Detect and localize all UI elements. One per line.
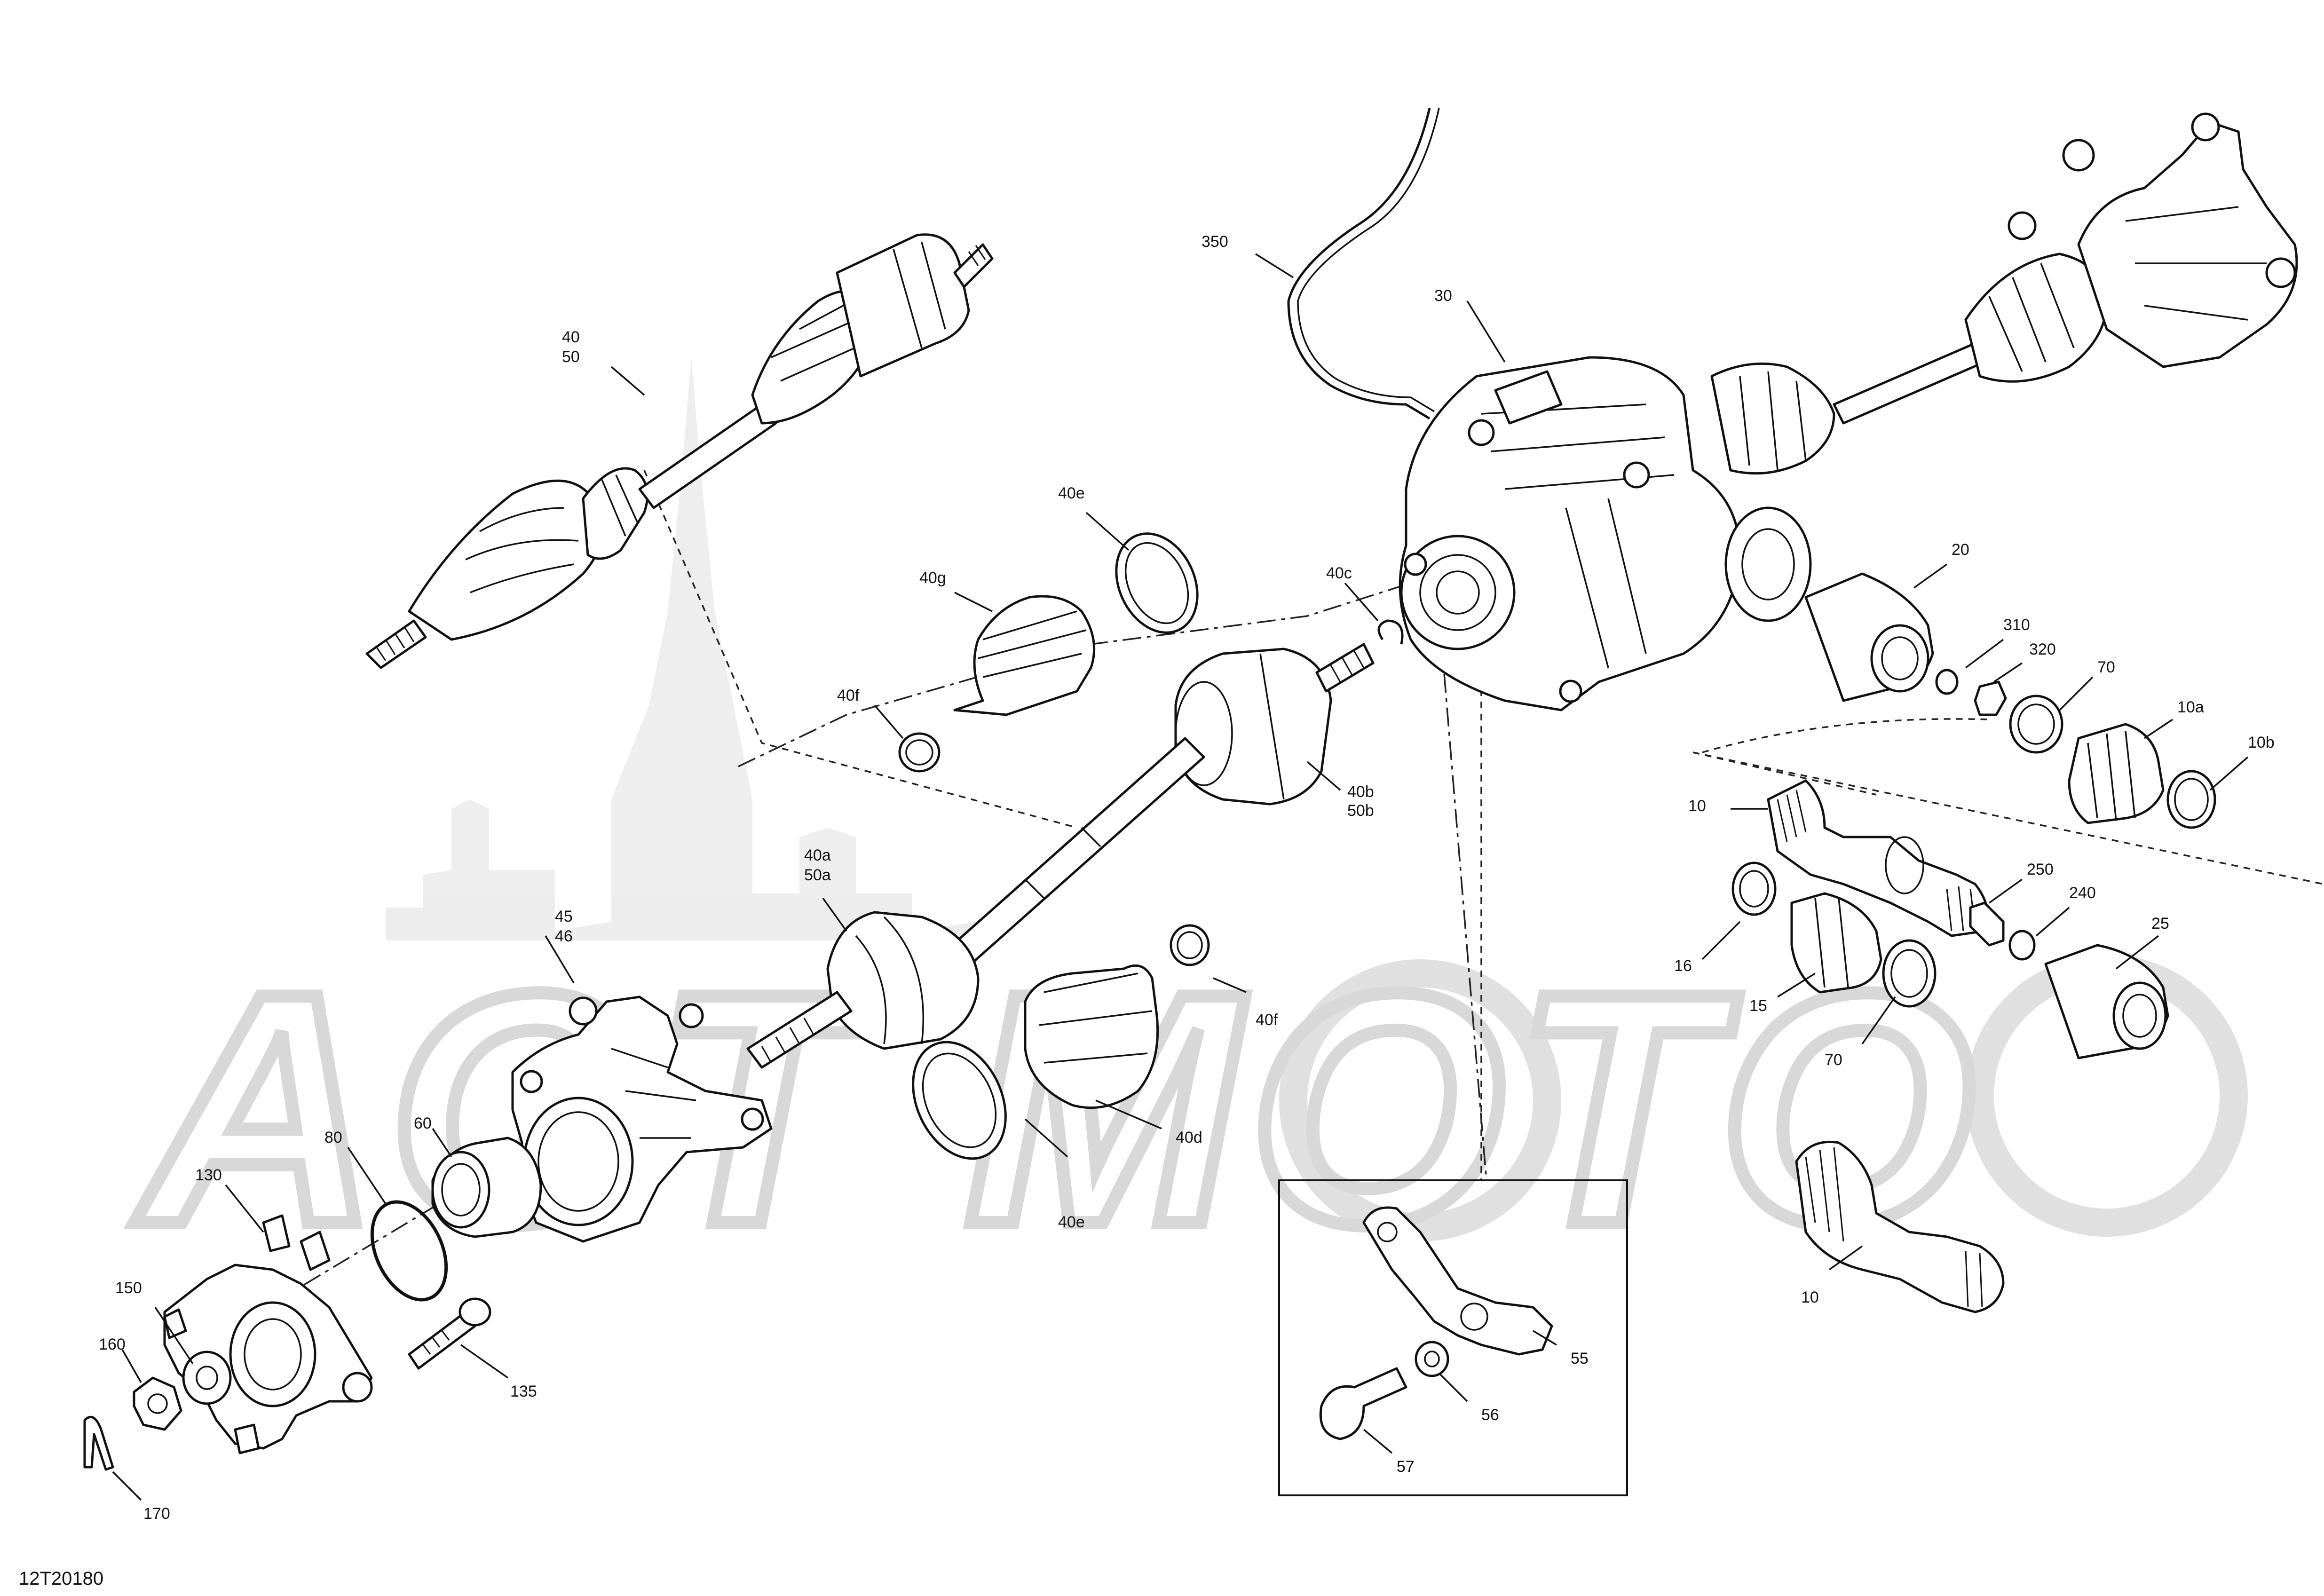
shift-lever-detail [1278, 1179, 1628, 1496]
callout-40a: 40a [804, 846, 831, 864]
lower-drive-shaft [746, 643, 1375, 1069]
callout-310: 310 [2003, 616, 2030, 634]
callout-25: 25 [2151, 915, 2169, 932]
boot-kit [898, 532, 1404, 1160]
callout-70-bot: 70 [1825, 1051, 1842, 1069]
callout-50a: 50a [804, 866, 831, 884]
callout-40f-bot: 40f [1256, 1011, 1278, 1029]
coupler-hardware-bottom [1731, 861, 2169, 1059]
hub-hardware [83, 1351, 232, 1471]
callout-40: 40 [562, 328, 580, 346]
right-knuckle-assembly [1710, 112, 2298, 475]
detail-box-frame [1278, 1179, 1628, 1496]
washer-240 [2008, 930, 2036, 961]
callout-57: 57 [1397, 1458, 1415, 1476]
callout-40c: 40c [1326, 564, 1352, 582]
callout-150: 150 [115, 1279, 142, 1297]
callout-135: 135 [510, 1383, 537, 1400]
knuckle [511, 996, 773, 1243]
callout-40e-top: 40e [1058, 484, 1085, 502]
front-differential [1399, 356, 1812, 711]
bearing [431, 1137, 542, 1238]
lever-pin [1319, 1367, 1407, 1440]
boot-15 [1790, 892, 1882, 994]
callout-160: 160 [99, 1335, 126, 1353]
callout-10a: 10a [2177, 698, 2204, 716]
output-shaft [1795, 1140, 2005, 1313]
shift-cable [1287, 108, 1440, 420]
callout-55: 55 [1571, 1350, 1589, 1367]
castle-nut [133, 1376, 182, 1431]
watermark: AGT MOTO [124, 357, 2248, 1299]
callout-40b: 40b [1347, 783, 1374, 801]
bolt-250 [1969, 901, 2005, 947]
callout-50b: 50b [1347, 802, 1374, 820]
callout-130: 130 [195, 1166, 222, 1184]
callout-40d: 40d [1176, 1129, 1202, 1146]
hub-stud [408, 1297, 491, 1370]
callout-250: 250 [2027, 861, 2054, 878]
bolt-320 [1974, 680, 2007, 716]
cotter-pin [83, 1415, 114, 1471]
callout-30: 30 [1434, 287, 1452, 305]
callout-320: 320 [2029, 640, 2056, 658]
callout-170: 170 [143, 1505, 170, 1523]
callout-40f-top: 40f [837, 687, 860, 704]
callout-350: 350 [1202, 233, 1228, 251]
lever-washer [1415, 1341, 1449, 1377]
callout-50: 50 [562, 348, 580, 366]
callout-56: 56 [1481, 1406, 1499, 1424]
diagram-code: 12T20180 [19, 1568, 103, 1589]
washer [182, 1351, 232, 1405]
callout-10b: 10b [2248, 734, 2275, 751]
callout-10-bot: 10 [1801, 1288, 1819, 1306]
callout-70-top: 70 [2097, 658, 2115, 676]
leader-lines [112, 253, 2249, 1501]
callout-10-mid: 10 [1688, 797, 1706, 815]
retaining-ring [370, 1200, 448, 1302]
callout-labels: 40 50 40e 40g 40f 40c 40b 50b 40a 50a 40… [99, 233, 2275, 1523]
callout-60: 60 [414, 1114, 432, 1132]
callout-15: 15 [1749, 997, 1767, 1015]
boot-10a [2068, 723, 2165, 824]
intermediate-shaft [1767, 779, 1989, 937]
callout-20: 20 [1952, 541, 1969, 559]
coupler-hardware-top [1804, 572, 2216, 829]
callout-40e-bot: 40e [1058, 1213, 1085, 1231]
callout-45: 45 [555, 908, 573, 925]
shift-lever [1362, 1206, 1553, 1356]
callout-40g: 40g [919, 569, 946, 587]
callout-46: 46 [555, 927, 573, 945]
callout-240: 240 [2069, 884, 2096, 902]
callout-80: 80 [324, 1129, 342, 1146]
callout-16: 16 [1674, 957, 1692, 975]
washer-310 [1935, 669, 1959, 695]
upper-drive-shaft [365, 233, 994, 669]
watermark-wheel [1279, 959, 1561, 1241]
watermark-skyline [386, 357, 978, 940]
